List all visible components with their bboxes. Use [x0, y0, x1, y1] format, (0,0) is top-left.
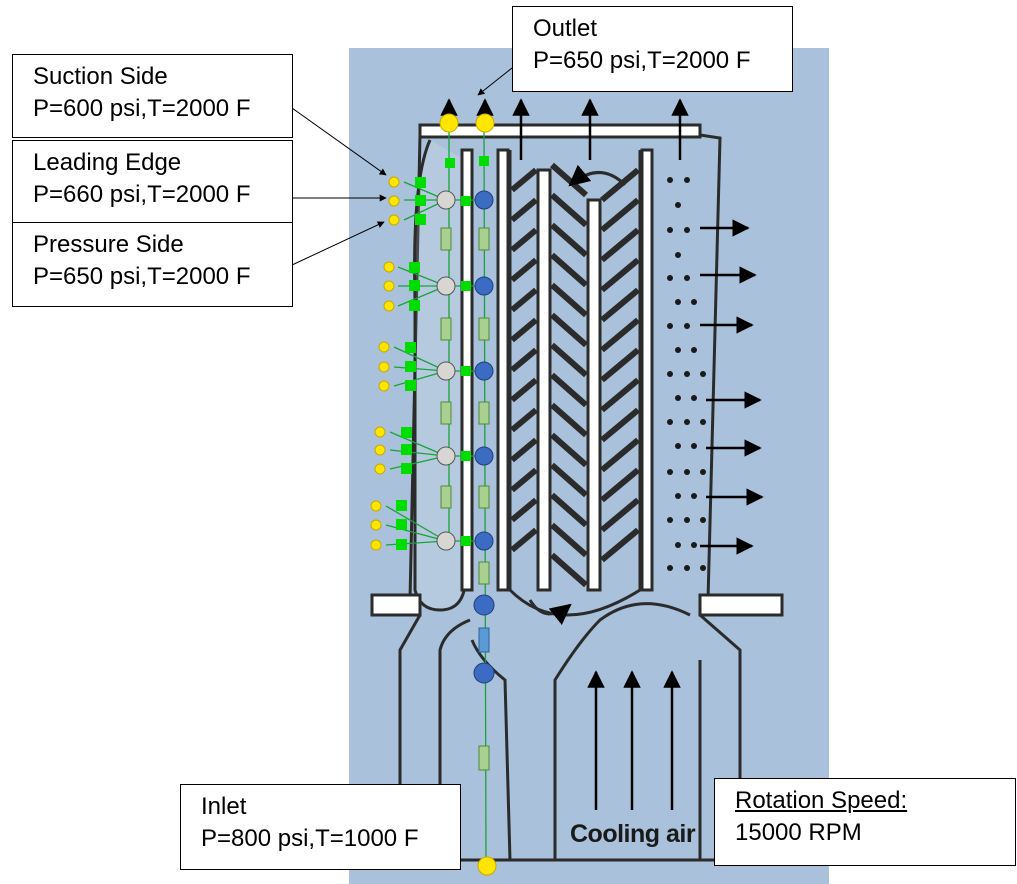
- turn-arrow-top: [568, 164, 627, 187]
- leading-edge-value: P=660 psi,T=2000 F: [33, 181, 251, 208]
- leader-suction: [291, 107, 387, 176]
- rotation-speed-value: 15000 RPM: [735, 819, 862, 846]
- outlet-node-2: [475, 113, 495, 133]
- pressure-side-value: P=650 psi,T=2000 F: [33, 263, 251, 290]
- inlet-title: Inlet: [201, 793, 247, 820]
- turn-arrow-bottom: [528, 599, 572, 626]
- rotation-speed-title: Rotation Speed:: [735, 787, 908, 814]
- leading-edge-callout: Leading Edge P=660 psi,T=2000 F: [12, 140, 293, 224]
- rib-2: [496, 148, 510, 592]
- boundary-nodes: [370, 113, 497, 876]
- pipe-feed-2: [478, 317, 490, 341]
- serpentine-divider: [536, 168, 552, 592]
- outlet-node-1: [439, 113, 459, 133]
- leader-pressure: [291, 221, 385, 266]
- pipe-inlet-green: [478, 745, 490, 771]
- serpentine-divider-2: [586, 198, 602, 592]
- inlet-passage: [470, 602, 691, 861]
- pipe-feed-1: [478, 227, 490, 251]
- green-connectors: [396, 156, 489, 550]
- leader-outlet: [477, 67, 513, 96]
- pipe-feed-4: [478, 485, 490, 509]
- cooling-air-label: Cooling air: [570, 820, 696, 848]
- pressure-side-callout: Pressure Side P=650 psi,T=2000 F: [12, 222, 293, 307]
- leading-edge-title: Leading Edge: [33, 149, 182, 176]
- pipe-inlet-blue: [478, 627, 490, 653]
- outlet-value: P=650 psi,T=2000 F: [533, 47, 751, 74]
- pipe-feed-5: [478, 561, 490, 585]
- leader-lines: [291, 67, 513, 266]
- inlet-callout: Inlet P=800 psi,T=1000 F: [180, 784, 461, 870]
- pressure-side-title: Pressure Side: [33, 231, 184, 258]
- outlet-title: Outlet: [533, 15, 598, 42]
- inlet-value: P=800 psi,T=1000 F: [201, 825, 419, 852]
- blade-tip-cap: [418, 123, 702, 139]
- pipe-le-2: [440, 317, 452, 341]
- flow-arrows: [440, 98, 764, 810]
- suction-side-title: Suction Side: [33, 63, 168, 90]
- pipe-le-3: [440, 401, 452, 425]
- rotation-speed-callout: Rotation Speed: 15000 RPM: [714, 778, 1016, 866]
- gray-nodes: [436, 190, 456, 551]
- rib-chevrons: [510, 162, 640, 588]
- blue-nodes: [473, 190, 495, 684]
- outlet-callout: Outlet P=650 psi,T=2000 F: [512, 6, 793, 92]
- rib-3: [640, 148, 654, 592]
- trailing-edge-pins: [667, 177, 706, 571]
- suction-side-value: P=600 psi,T=2000 F: [33, 95, 251, 122]
- pipe-le-4: [440, 485, 452, 509]
- suction-side-callout: Suction Side P=600 psi,T=2000 F: [12, 54, 293, 138]
- inlet-node: [477, 856, 497, 876]
- pipe-elements: [440, 227, 490, 771]
- pipe-feed-3: [478, 401, 490, 425]
- pipe-le-1: [440, 227, 452, 251]
